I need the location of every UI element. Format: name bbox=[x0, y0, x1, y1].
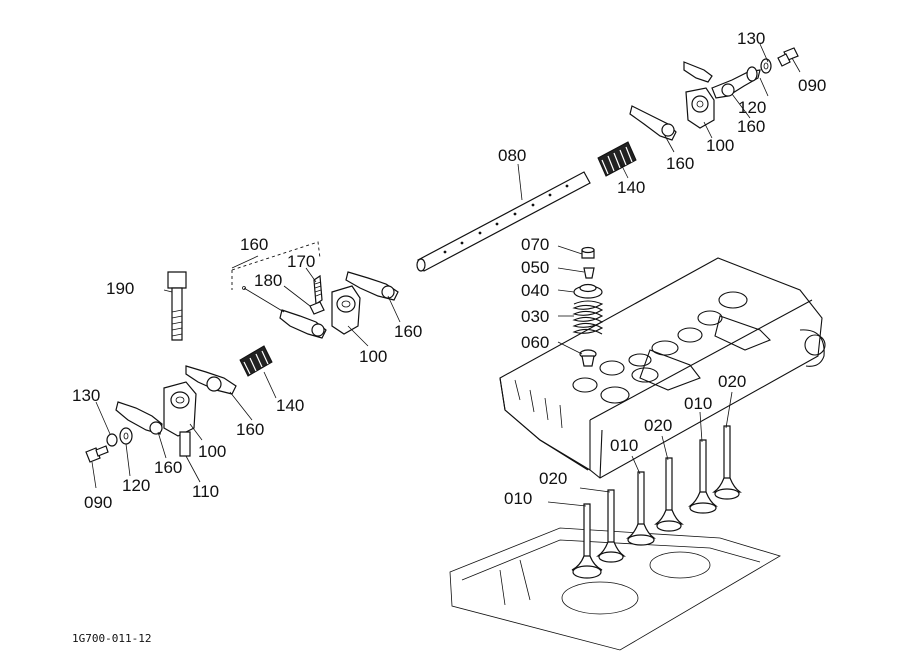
label-160-mid: 160 bbox=[394, 322, 422, 341]
valve-010-c bbox=[688, 439, 718, 514]
label-020-b: 020 bbox=[644, 416, 672, 435]
rocker-arm-mid-left bbox=[242, 286, 327, 339]
label-160-top: 160 bbox=[737, 117, 765, 136]
adjust-screw-170 bbox=[313, 274, 323, 306]
valve-spring-030 bbox=[572, 300, 604, 335]
label-010-c: 010 bbox=[684, 394, 712, 413]
label-090-left: 090 bbox=[84, 493, 112, 512]
rocker-arm-top-2 bbox=[683, 61, 761, 99]
label-050: 050 bbox=[521, 258, 549, 277]
rocker-arm-top-1 bbox=[629, 105, 677, 141]
valve-020-b bbox=[654, 457, 684, 532]
rocker-arm-lower-left bbox=[115, 401, 163, 435]
bolt-090-top bbox=[777, 47, 799, 67]
label-120-left: 120 bbox=[122, 476, 150, 495]
label-100-mid: 100 bbox=[359, 347, 387, 366]
label-180: 180 bbox=[254, 271, 282, 290]
rocker-arm-lower-right bbox=[185, 365, 237, 395]
bolt-190 bbox=[167, 271, 187, 341]
valve-010-b bbox=[626, 471, 656, 546]
retainer-040 bbox=[573, 283, 603, 299]
rocker-support-mid bbox=[331, 285, 361, 335]
pin-110 bbox=[179, 431, 191, 457]
label-160-group: 160 bbox=[240, 235, 268, 254]
spring-140-mid bbox=[239, 345, 273, 377]
label-040: 040 bbox=[521, 281, 549, 300]
rocker-shaft bbox=[416, 171, 591, 272]
label-070: 070 bbox=[521, 235, 549, 254]
rocker-support-top bbox=[685, 87, 715, 129]
part-labels: 130 090 120 160 100 160 080 140 160 170 … bbox=[72, 29, 826, 645]
label-140-top: 140 bbox=[617, 178, 645, 197]
label-080: 080 bbox=[498, 146, 526, 165]
bolt-090-left bbox=[85, 445, 109, 463]
label-160-left: 160 bbox=[154, 458, 182, 477]
label-170: 170 bbox=[287, 252, 315, 271]
valve-cap-070 bbox=[581, 246, 595, 259]
drawing-code: 1G700-011-12 bbox=[72, 632, 151, 645]
nut-180 bbox=[309, 301, 325, 315]
valve-010-a bbox=[571, 503, 603, 579]
leader-lines bbox=[91, 43, 801, 507]
valve-020-a bbox=[596, 489, 626, 563]
label-060: 060 bbox=[521, 333, 549, 352]
label-160-mid-right: 160 bbox=[666, 154, 694, 173]
label-020-a: 020 bbox=[539, 469, 567, 488]
label-020-d: 020 bbox=[718, 372, 746, 391]
spring-140-top bbox=[597, 141, 637, 177]
label-130-top: 130 bbox=[737, 29, 765, 48]
washer-group-left bbox=[106, 427, 133, 447]
label-130-left: 130 bbox=[72, 386, 100, 405]
label-110: 110 bbox=[192, 482, 219, 501]
label-160-lower: 160 bbox=[236, 420, 264, 439]
valve-020-c bbox=[712, 425, 742, 500]
label-030: 030 bbox=[521, 307, 549, 326]
cotter-050 bbox=[583, 267, 595, 279]
label-010-b: 010 bbox=[610, 436, 638, 455]
rocker-support-lower bbox=[163, 381, 197, 437]
washer-120-top bbox=[746, 58, 772, 82]
label-100-top: 100 bbox=[706, 136, 734, 155]
label-120-top: 120 bbox=[738, 98, 766, 117]
dashed-group-bracket bbox=[231, 241, 321, 290]
label-010-a: 010 bbox=[504, 489, 532, 508]
rocker-arm-mid-right bbox=[345, 271, 399, 301]
label-190: 190 bbox=[106, 279, 134, 298]
label-140-mid: 140 bbox=[276, 396, 304, 415]
seal-060 bbox=[579, 349, 597, 367]
label-090-top: 090 bbox=[798, 76, 826, 95]
label-100-lower: 100 bbox=[198, 442, 226, 461]
cylinder-head bbox=[499, 257, 826, 479]
